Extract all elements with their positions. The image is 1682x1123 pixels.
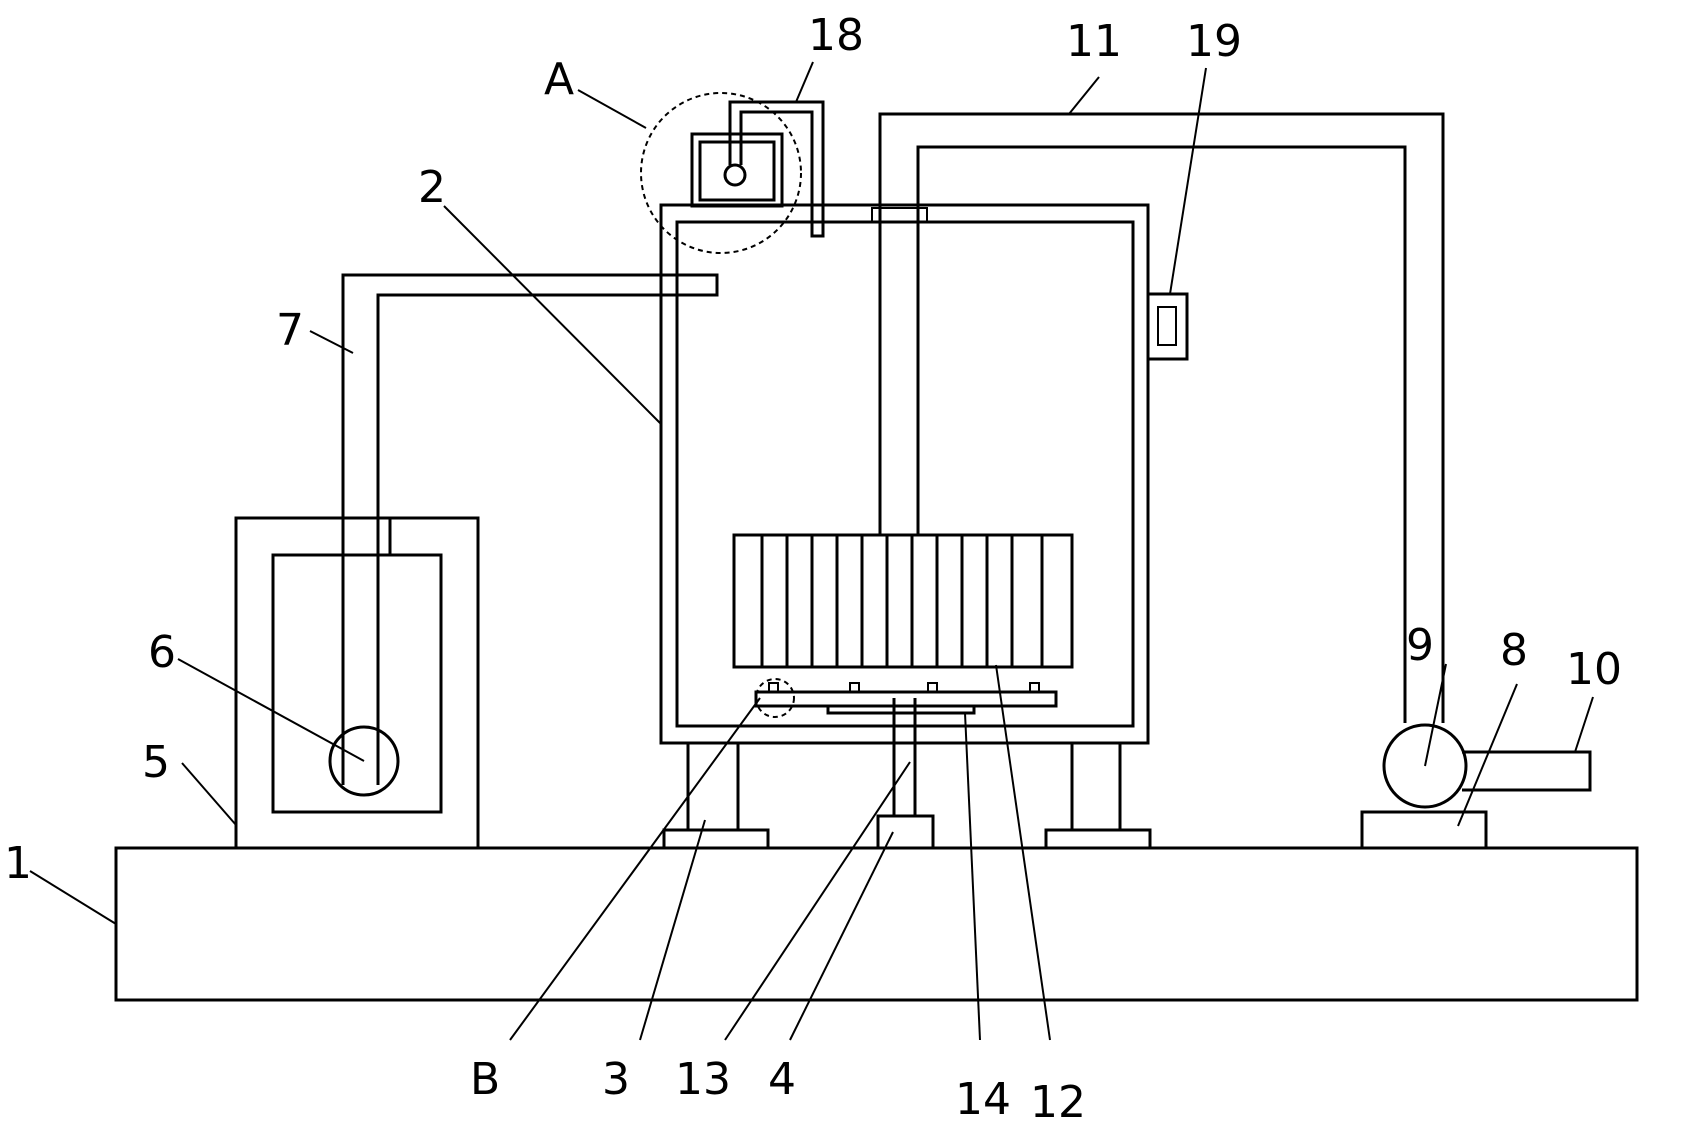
leader-8 [1457,683,1518,827]
left-foot [662,828,770,850]
pipe [341,273,719,785]
label-7: 7 [276,305,304,356]
leader-9 [1424,663,1447,767]
motor-base [876,814,935,850]
label-8: 8 [1500,625,1528,676]
tank-box-outer [234,516,480,850]
label-4: 4 [768,1054,796,1105]
leader-3 [639,819,706,1041]
label-9: 9 [1406,620,1434,671]
label-14: 14 [955,1074,1011,1123]
right-foot [1044,828,1152,850]
top-box-inner [698,140,776,202]
chamber-outer [659,203,1150,745]
pump-ball [328,725,400,797]
rotating-plate [754,690,1058,708]
viewing-window-pane [1157,306,1177,346]
leader-4 [789,831,894,1041]
frame-collar [871,207,928,223]
label-2: 2 [418,162,446,213]
top-rod [728,100,825,238]
label-1: 1 [4,838,32,889]
top-box-knob [723,163,747,187]
base-plate [114,846,1639,1002]
frame-outer [878,112,1445,723]
label-13: 13 [675,1054,731,1105]
pump-base [1360,810,1488,850]
leader-19 [1169,67,1207,295]
leader-11 [1068,76,1100,115]
fan-pump [1382,723,1468,809]
leader-18 [795,61,814,103]
label-3: 3 [602,1054,630,1105]
label-10: 10 [1566,644,1622,695]
leader-14 [964,712,981,1041]
frame-inner [916,145,1407,723]
detail-a-circle [640,92,802,254]
plate-stud-3 [927,682,938,693]
plate-stud-4 [1029,682,1040,693]
filter-basket [732,533,1074,669]
outlet-pipe [1462,750,1592,792]
leader-7 [309,330,354,354]
leader-12 [995,664,1051,1041]
plate-stud-2 [849,682,860,693]
leader-1 [29,870,117,925]
leader-10 [1574,696,1594,753]
leader-5 [181,762,237,826]
leader-b [509,697,761,1041]
label-11: 11 [1066,16,1122,67]
detail-b-circle [755,678,795,718]
label-18: 18 [808,10,864,61]
plate-hub [826,704,976,715]
top-box-outer [690,132,784,208]
tank-box-inner [271,553,443,814]
label-12: 12 [1030,1077,1086,1123]
label-6: 6 [148,627,176,678]
leader-6 [177,658,365,762]
leader-a [577,89,647,129]
leader-2 [443,205,662,425]
label-a: A [544,54,574,105]
label-5: 5 [142,737,170,788]
label-19: 19 [1186,16,1242,67]
plate-stud-1 [768,682,779,693]
label-b: B [470,1054,500,1105]
chamber-inner [675,220,1135,728]
leader-13 [724,761,911,1041]
viewing-window [1146,292,1189,361]
